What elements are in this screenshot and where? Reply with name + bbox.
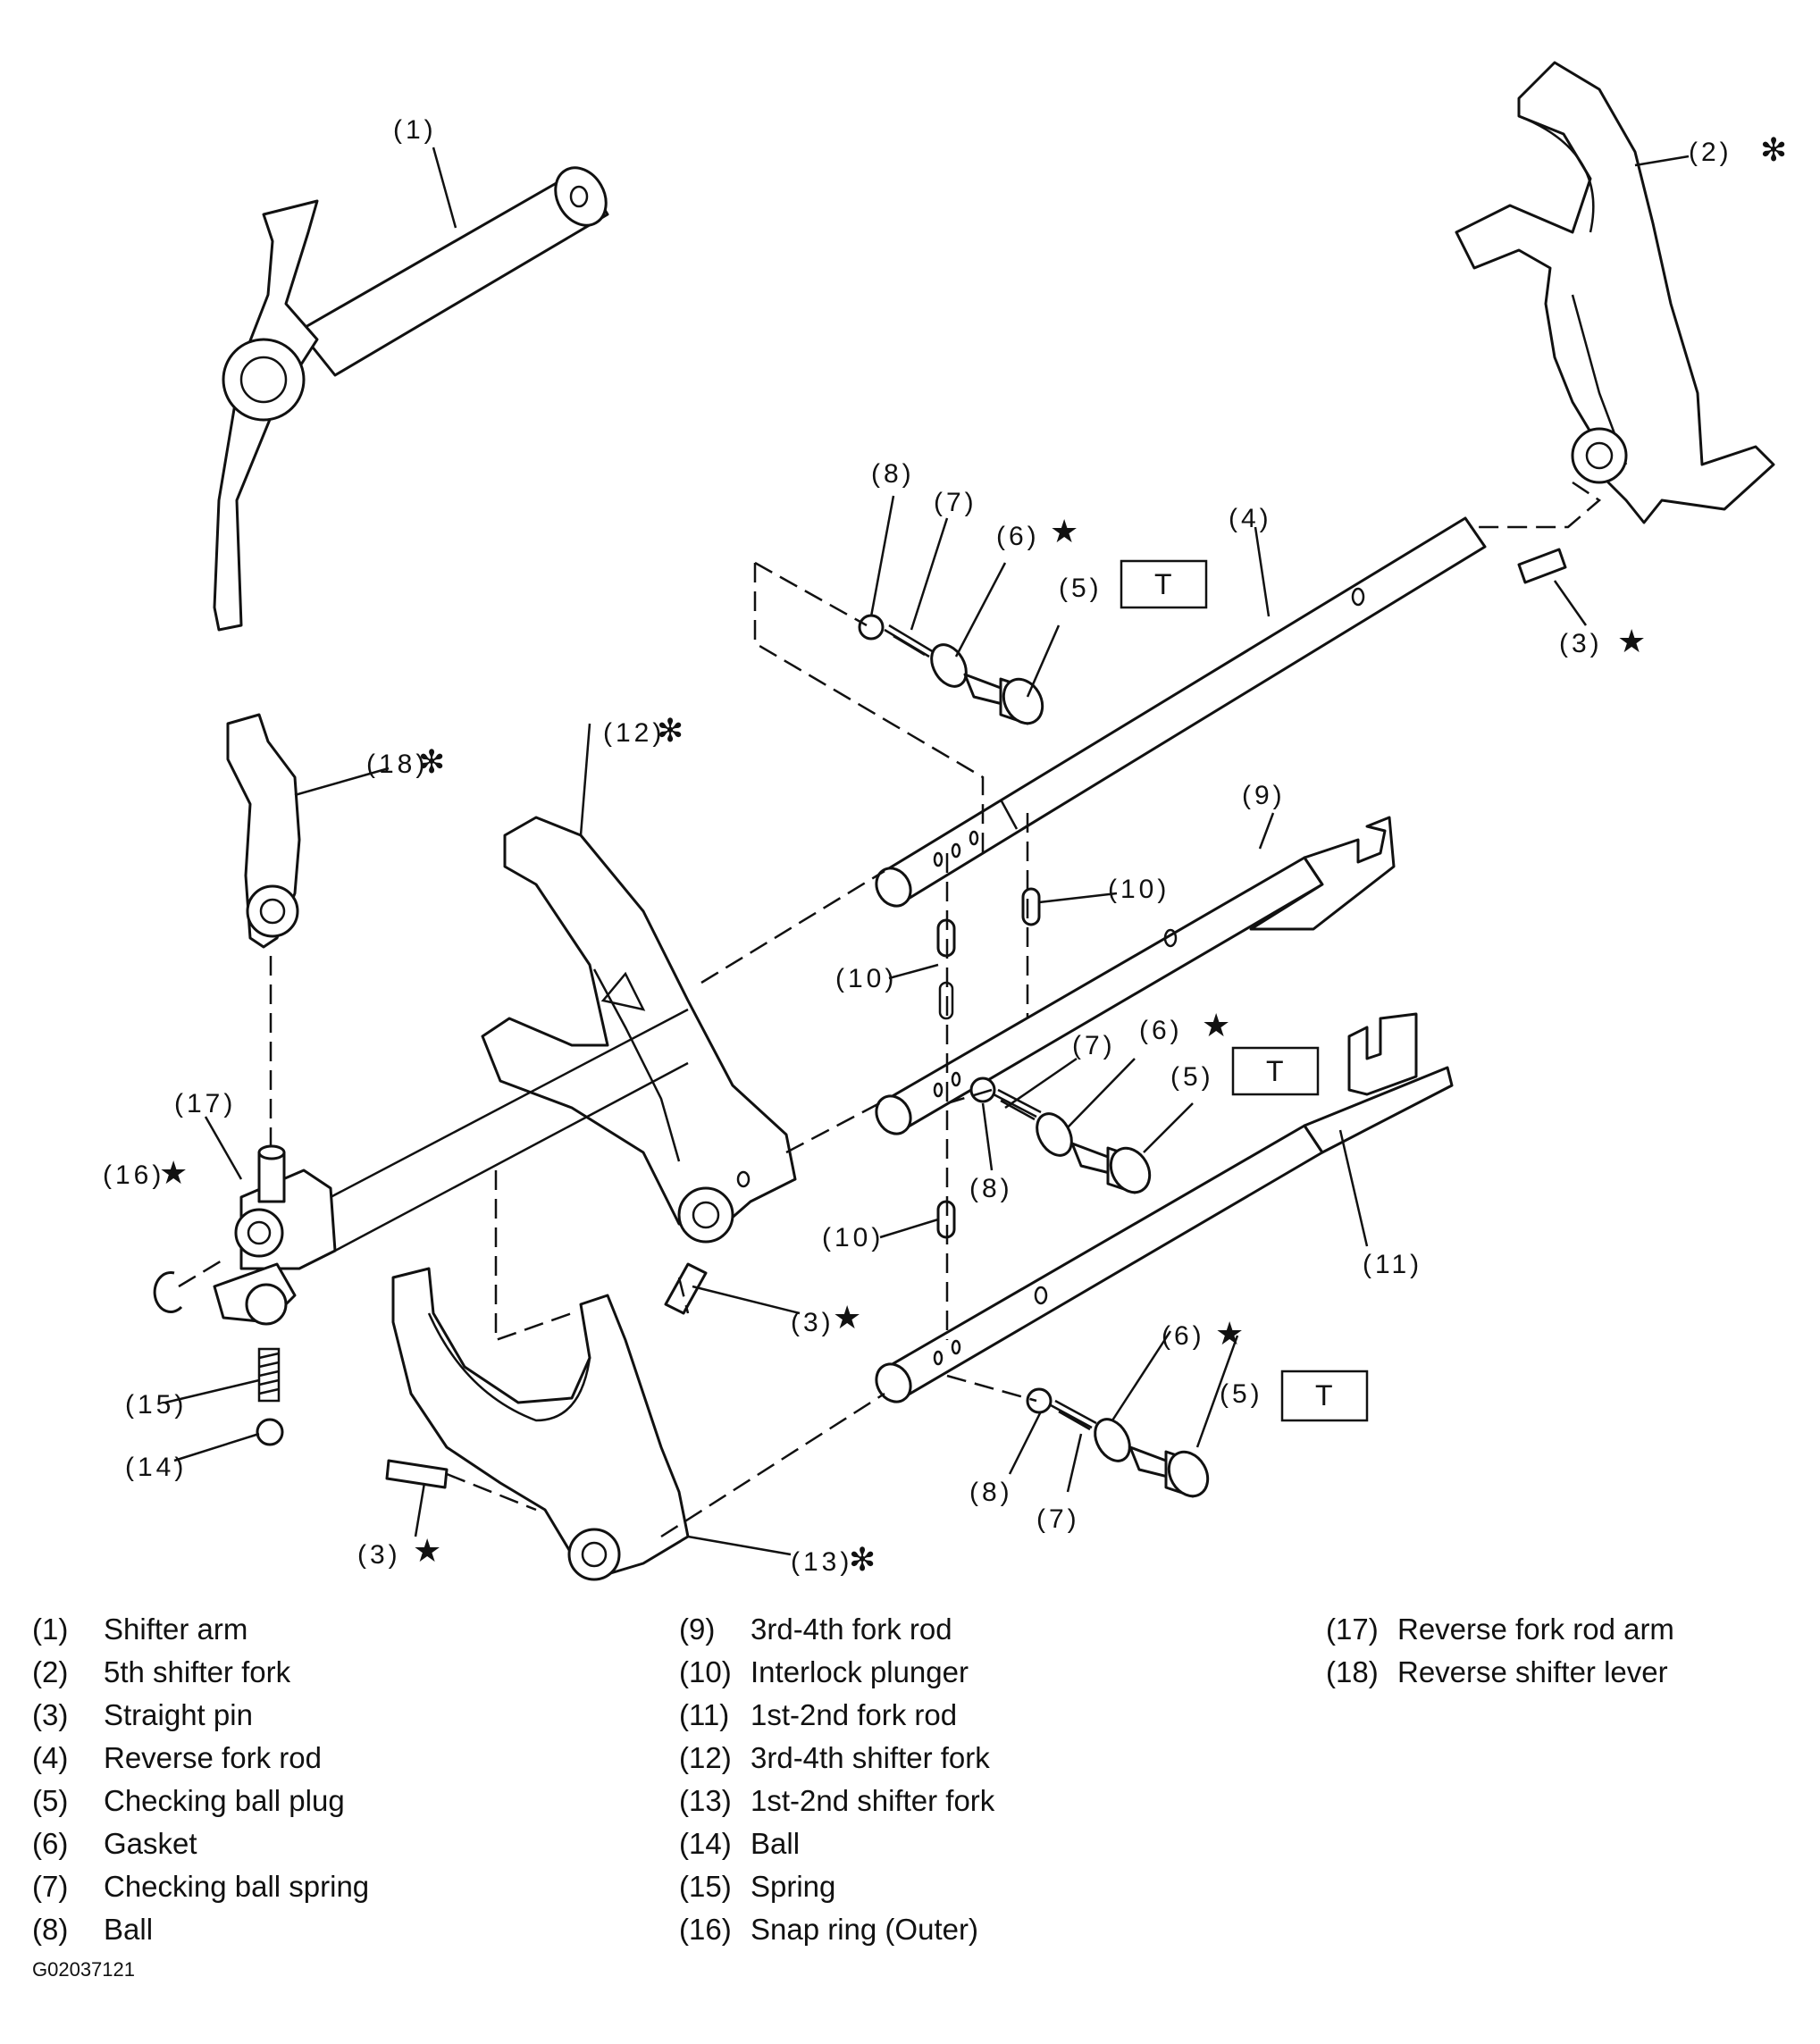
torque-mark-upper: T [1154,568,1172,600]
callout-10-lower: (10) [822,1223,884,1252]
callout-6-upper: (6) [996,522,1040,551]
legend-item: (3)Straight pin [32,1698,253,1731]
reverse-fork-rod-arm-part [213,1008,689,1326]
asterisk-12: ✻ [657,713,684,750]
callout-4: (4) [1229,504,1272,533]
straight-pin-upper [1517,548,1567,584]
callout-1: (1) [393,115,437,145]
third-fourth-fork-rod-part [875,816,1396,1135]
parts-legend: (1)Shifter arm (2)5th shifter fork (3)St… [32,1608,1801,1948]
star-6-middle: ★ [1202,1008,1230,1044]
legend-item: (16)Snap ring (Outer) [679,1913,978,1946]
assembly-lines [178,481,1602,1538]
shifter-arm-part [213,166,609,632]
callout-3-middle: (3) [791,1308,835,1337]
callout-12: (12) [603,718,665,748]
asterisk-2: ✻ [1760,132,1787,169]
callout-7-lower: (7) [1036,1504,1080,1534]
callout-18: (18) [366,750,428,779]
callout-labels: (1) (2) ✻ (3) ★ (4) (8) (7) (6) ★ (5) T … [103,115,1787,1579]
star-6-upper: ★ [1050,514,1078,550]
asterisk-13: ✻ [849,1542,876,1579]
star-3-middle: ★ [833,1300,861,1336]
callout-10-middle: (10) [835,964,897,993]
figure-code: G02037121 [32,1958,135,1981]
legend-item: (9)3rd-4th fork rod [679,1613,952,1646]
snap-ring-part [153,1271,183,1313]
callout-15: (15) [125,1390,187,1420]
legend-item: (14)Ball [679,1827,801,1860]
legend-item: (8)Ball [32,1913,154,1946]
star-3-lower: ★ [413,1533,441,1570]
torque-mark-lower: T [1315,1379,1333,1412]
straight-pin-lower [385,1459,449,1489]
legend-item: (5)Checking ball plug [32,1784,345,1817]
torque-mark-middle: T [1266,1055,1284,1087]
legend-item: (17)Reverse fork rod arm [1326,1613,1674,1646]
asterisk-18: ✻ [418,744,445,781]
first-second-shifter-fork-part [391,1267,690,1581]
legend-item: (6)Gasket [32,1827,197,1860]
exploded-diagram: (1) (2) ✻ (3) ★ (4) (8) (7) (6) ★ (5) T … [103,61,1787,1581]
legend-column-2: (9)3rd-4th fork rod (10)Interlock plunge… [679,1608,994,1951]
callout-6-middle: (6) [1139,1016,1183,1045]
plug-set-lower [1026,1387,1210,1498]
callout-7-upper: (7) [934,488,977,517]
callout-5-middle: (5) [1170,1062,1214,1092]
legend-item: (2)5th shifter fork [32,1655,291,1688]
callout-14: (14) [125,1453,187,1482]
third-fourth-shifter-fork-part [481,816,797,1244]
legend-item: (18)Reverse shifter lever [1326,1655,1668,1688]
fifth-shifter-fork-part [1455,61,1775,524]
callout-6-lower: (6) [1162,1321,1205,1351]
callout-16: (16) [103,1160,164,1190]
plug-set-middle [969,1076,1152,1194]
legend-item: (1)Shifter arm [32,1613,248,1646]
reverse-shifter-lever-part [226,713,301,949]
legend-item: (11)1st-2nd fork rod [679,1698,958,1731]
legend-item: (13)1st-2nd shifter fork [679,1784,995,1817]
reverse-fork-rod-part [875,516,1487,908]
star-3-upper: ★ [1617,624,1646,660]
callout-5-lower: (5) [1220,1379,1263,1409]
plug-set-upper [858,614,1044,725]
callout-11: (11) [1363,1250,1422,1279]
callout-2: (2) [1689,138,1732,167]
legend-item: (15)Spring [679,1870,836,1903]
callout-10-upper: (10) [1108,875,1170,904]
spring-part [257,1347,281,1403]
legend-column-3: (17)Reverse fork rod arm (18)Reverse shi… [1326,1608,1674,1694]
interlock-plunger-upper [1021,887,1041,926]
callout-3-upper: (3) [1559,629,1603,658]
callout-7-middle: (7) [1072,1031,1116,1060]
leader-lines [164,147,1690,1556]
legend-item: (4)Reverse fork rod [32,1741,322,1774]
star-6-lower: ★ [1215,1316,1244,1353]
legend-column-1: (1)Shifter arm (2)5th shifter fork (3)St… [32,1608,369,1951]
callout-3-lower: (3) [357,1540,401,1570]
ball-14-part [256,1418,284,1446]
star-16: ★ [159,1155,188,1192]
legend-item: (10)Interlock plunger [679,1655,969,1688]
callout-8-upper: (8) [871,459,915,489]
callout-9: (9) [1242,781,1286,810]
legend-item: (12)3rd-4th shifter fork [679,1741,990,1774]
callout-5-upper: (5) [1059,574,1103,603]
callout-17: (17) [174,1089,236,1118]
straight-pin-middle [664,1262,708,1315]
callout-8-lower: (8) [969,1478,1013,1507]
callout-13: (13) [791,1547,852,1577]
callout-8-middle: (8) [969,1174,1013,1203]
legend-item: (7)Checking ball spring [32,1870,370,1903]
